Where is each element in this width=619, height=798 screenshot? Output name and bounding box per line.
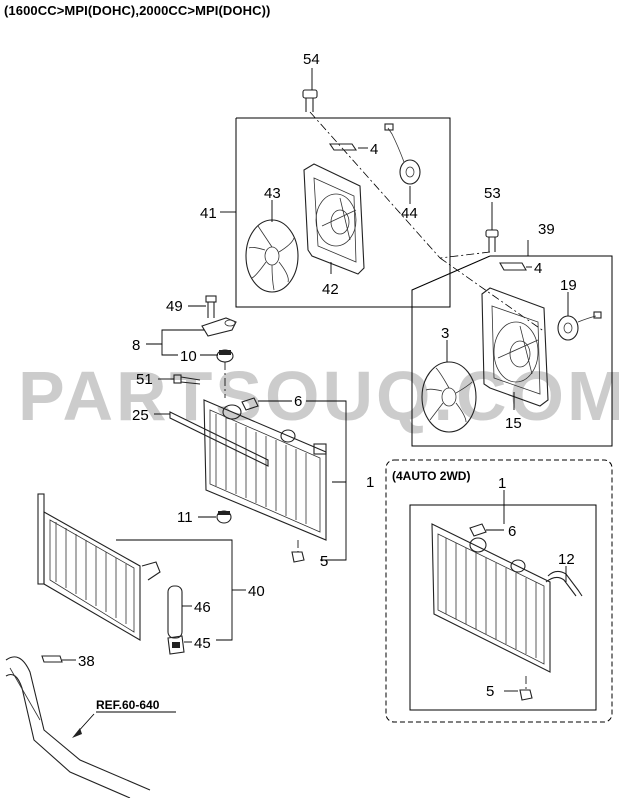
cooling-fan-43[interactable] [245,219,299,293]
fan-shroud-15[interactable] [481,287,549,407]
insulator-5b[interactable] [519,689,533,701]
callout-5[interactable]: 5 [320,553,328,570]
label-tag-38[interactable] [41,655,63,663]
label-tag-4[interactable] [328,143,358,151]
callout-46[interactable]: 46 [194,599,211,616]
callout-3[interactable]: 3 [441,325,449,342]
callout-39[interactable]: 39 [538,221,555,238]
radiator-1b[interactable] [431,523,551,673]
callout-54[interactable]: 54 [303,51,320,68]
callout-38[interactable]: 38 [78,653,95,670]
callout-1[interactable]: 1 [366,474,374,491]
callout-25[interactable]: 25 [132,407,149,424]
callout-10[interactable]: 10 [180,348,197,365]
callout-8[interactable]: 8 [132,337,140,354]
reference-label[interactable]: REF.60-640 [96,698,160,712]
callout-49[interactable]: 49 [166,298,183,315]
hose-12[interactable] [545,570,583,597]
fan-shroud-42[interactable] [303,163,365,275]
callout-44[interactable]: 44 [401,205,418,222]
callout-53[interactable]: 53 [484,185,501,202]
insulator-11[interactable] [216,510,232,524]
variant-label: (4AUTO 2WD) [392,469,470,483]
callout-45[interactable]: 45 [194,635,211,652]
callout-6b[interactable]: 6 [508,523,516,540]
radiator-1[interactable] [203,399,327,541]
callout-43[interactable]: 43 [264,185,281,202]
callout-41[interactable]: 41 [200,205,217,222]
insulator-5[interactable] [291,551,305,563]
variant-box [385,459,613,723]
label-tag-4b[interactable] [499,262,527,271]
seal-strip-25[interactable] [169,411,269,467]
callout-15[interactable]: 15 [505,415,522,432]
callout-1b[interactable]: 1 [498,475,506,492]
callout-40[interactable]: 40 [248,583,265,600]
cap-6[interactable] [241,397,259,411]
radiator-support-38[interactable] [5,656,151,798]
cooling-fan-3[interactable] [421,361,477,433]
receiver-drier-46[interactable] [167,585,183,639]
bracket-8[interactable] [201,317,237,337]
diagram-title: (1600CC>MPI(DOHC),2000CC>MPI(DOHC)) [4,3,271,18]
fan-assembly-39 [411,229,613,447]
callout-5b[interactable]: 5 [486,683,494,700]
fan-motor-44[interactable] [384,123,421,185]
callout-4[interactable]: 4 [370,141,378,158]
callout-11[interactable]: 11 [177,509,193,526]
watermark: PARTSOUQ.COM [18,357,619,435]
callout-51[interactable]: 51 [136,371,153,388]
bolt-49[interactable] [205,295,217,318]
bolt-53[interactable] [485,229,499,252]
callout-42[interactable]: 42 [322,281,339,298]
condenser-40[interactable] [37,493,161,641]
callout-12[interactable]: 12 [558,551,575,568]
callout-4b[interactable]: 4 [534,260,542,277]
fan-assembly-41 [235,89,451,308]
callout-19[interactable]: 19 [560,277,577,294]
callout-6[interactable]: 6 [294,393,302,410]
fan-motor-19[interactable] [557,311,602,341]
bolt-54[interactable] [302,89,318,112]
bracket-45[interactable] [167,635,185,655]
cap-6b[interactable] [469,523,487,537]
